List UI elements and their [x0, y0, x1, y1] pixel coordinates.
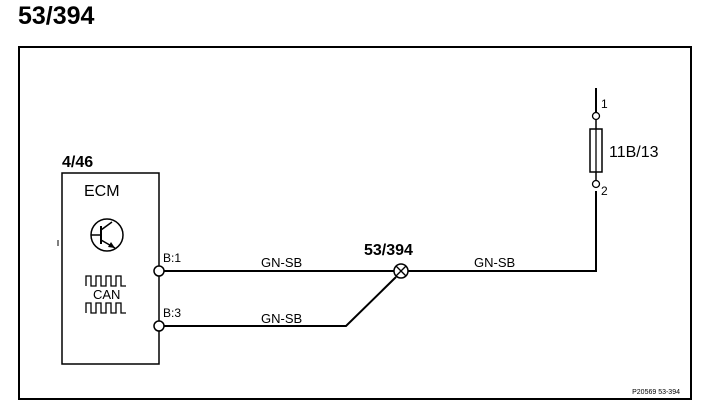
- fuse-pin-1-label: 1: [601, 97, 608, 111]
- splice-label: 53/394: [364, 242, 413, 259]
- ecm-box: [61, 172, 160, 365]
- square-wave-icon: [85, 275, 126, 314]
- ecm-component[interactable]: 4/46 ECM CAN: [61, 154, 160, 365]
- pin-b1-label: B:1: [163, 251, 181, 265]
- pin-b3[interactable]: B:3: [153, 306, 181, 332]
- fuse-11b-13[interactable]: 1 2 11B/13: [589, 88, 659, 198]
- wire-upper-left[interactable]: GN-SB: [164, 255, 394, 272]
- fuse-icon: [589, 128, 603, 173]
- page-title: 53/394: [18, 2, 95, 30]
- pin-b1[interactable]: B:1: [153, 251, 181, 277]
- diagram-frame: [18, 46, 692, 400]
- splice-connector-icon: [393, 263, 409, 279]
- wire-upper-right-label: GN-SB: [474, 255, 515, 270]
- transistor-icon: [90, 218, 124, 252]
- wire-lower[interactable]: GN-SB: [164, 276, 397, 327]
- figure-reference: P20569 53-394: [632, 389, 680, 396]
- wire-upper-right[interactable]: GN-SB: [408, 191, 597, 272]
- fuse-id-label: 11B/13: [609, 144, 659, 161]
- pin-b3-label: B:3: [163, 306, 181, 320]
- can-label: CAN: [93, 287, 120, 302]
- ecm-name-label: ECM: [84, 183, 120, 200]
- wire-lower-label: GN-SB: [261, 311, 302, 326]
- splice-53-394[interactable]: 53/394: [364, 242, 413, 279]
- wire-upper-left-label: GN-SB: [261, 255, 302, 270]
- fuse-pin-2-label: 2: [601, 184, 608, 198]
- fuse-pin-2-terminal: [591, 179, 601, 189]
- pin-b1-terminal: [153, 265, 165, 277]
- ecm-id-label: 4/46: [62, 154, 93, 171]
- pin-b3-terminal: [153, 320, 165, 332]
- fuse-pin-1-terminal: [591, 111, 601, 121]
